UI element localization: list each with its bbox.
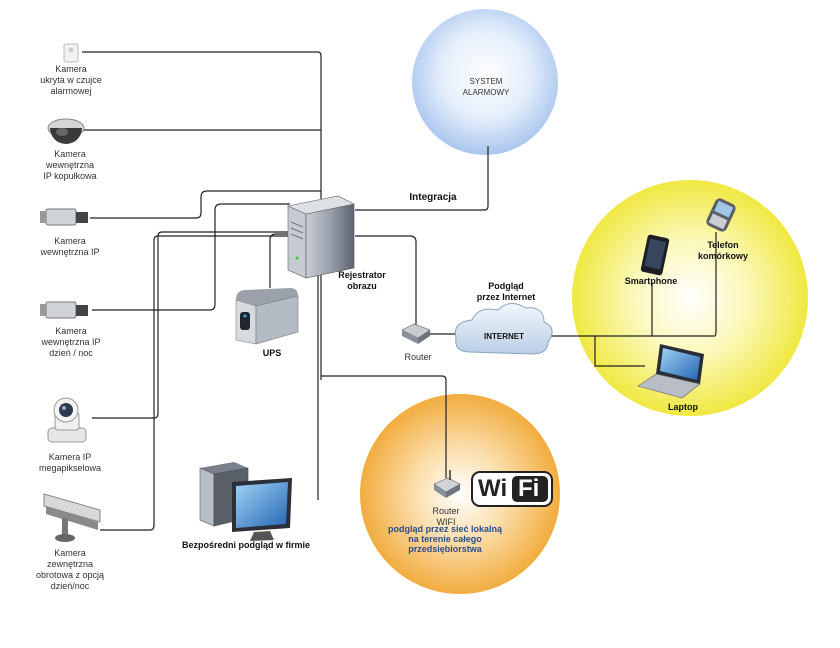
smartphone-icon bbox=[640, 234, 670, 276]
mobile-devices-circle bbox=[572, 180, 808, 416]
wifi-zone-circle bbox=[360, 394, 560, 594]
recorder-label: Rejestrator obrazu bbox=[338, 270, 386, 291]
cloud-icon bbox=[454, 303, 553, 355]
hidden-camera-icon bbox=[63, 43, 79, 63]
ups-label: UPS bbox=[262, 348, 282, 358]
laptop-label: Laptop bbox=[668, 402, 698, 412]
wifi-logo-wi: Wi bbox=[478, 475, 508, 502]
smartphone-label: Smartphone bbox=[624, 276, 678, 286]
indoor-ip-camera-label: Kamera wewnętrzna IP bbox=[40, 236, 100, 257]
alarm-system-circle bbox=[412, 9, 558, 155]
wifi-router-icon bbox=[433, 470, 461, 498]
integration-label: Integracja bbox=[409, 192, 457, 203]
wifi-logo-fi: Fi bbox=[518, 475, 540, 502]
wifi-logo-icon bbox=[471, 471, 553, 507]
desktop-pc-icon bbox=[199, 462, 292, 541]
mobile-phone-label: Telefon komórkowy bbox=[697, 240, 748, 261]
wifi-description-label: podgląd przez sieć lokalną na terenie ca… bbox=[387, 524, 503, 554]
internet-label: INTERNET bbox=[484, 332, 524, 341]
box-camera-daynight-icon bbox=[40, 301, 88, 319]
alarm-system-label: SYSTEM ALARMOWY bbox=[462, 77, 510, 97]
wifi-logo-text: Wi Fi bbox=[476, 475, 548, 503]
day-night-camera-label: Kamera wewnętrzna IP dzień / noc bbox=[41, 326, 101, 358]
mobile-phone-icon bbox=[706, 198, 736, 232]
internet-view-label: Podgląd przez Internet bbox=[476, 281, 536, 302]
ups-icon bbox=[235, 288, 299, 345]
direct-view-label: Bezpośredni podgląd w firmie bbox=[181, 540, 310, 550]
laptop-icon bbox=[637, 344, 704, 399]
outdoor-camera-label: Kamera zewnętrzna obrotowa z opcją dzień… bbox=[35, 548, 105, 591]
dome-camera-icon bbox=[47, 118, 85, 144]
wifi-router-label: Router WIFI bbox=[432, 506, 460, 527]
megapixel-camera-label: Kamera IP megapikselowa bbox=[38, 452, 102, 473]
hidden-camera-label: Kamera ukryta w czujce alarmowej bbox=[40, 64, 102, 96]
box-camera-icon bbox=[40, 208, 88, 226]
dome-camera-label: Kamera wewnętrzna IP kopułkowa bbox=[43, 149, 97, 181]
connection-lines bbox=[82, 51, 717, 531]
ptz-camera-icon bbox=[47, 397, 87, 443]
router-label: Router bbox=[404, 352, 432, 362]
outdoor-camera-icon bbox=[43, 493, 101, 542]
router-icon bbox=[401, 323, 431, 344]
server-icon bbox=[287, 195, 355, 279]
